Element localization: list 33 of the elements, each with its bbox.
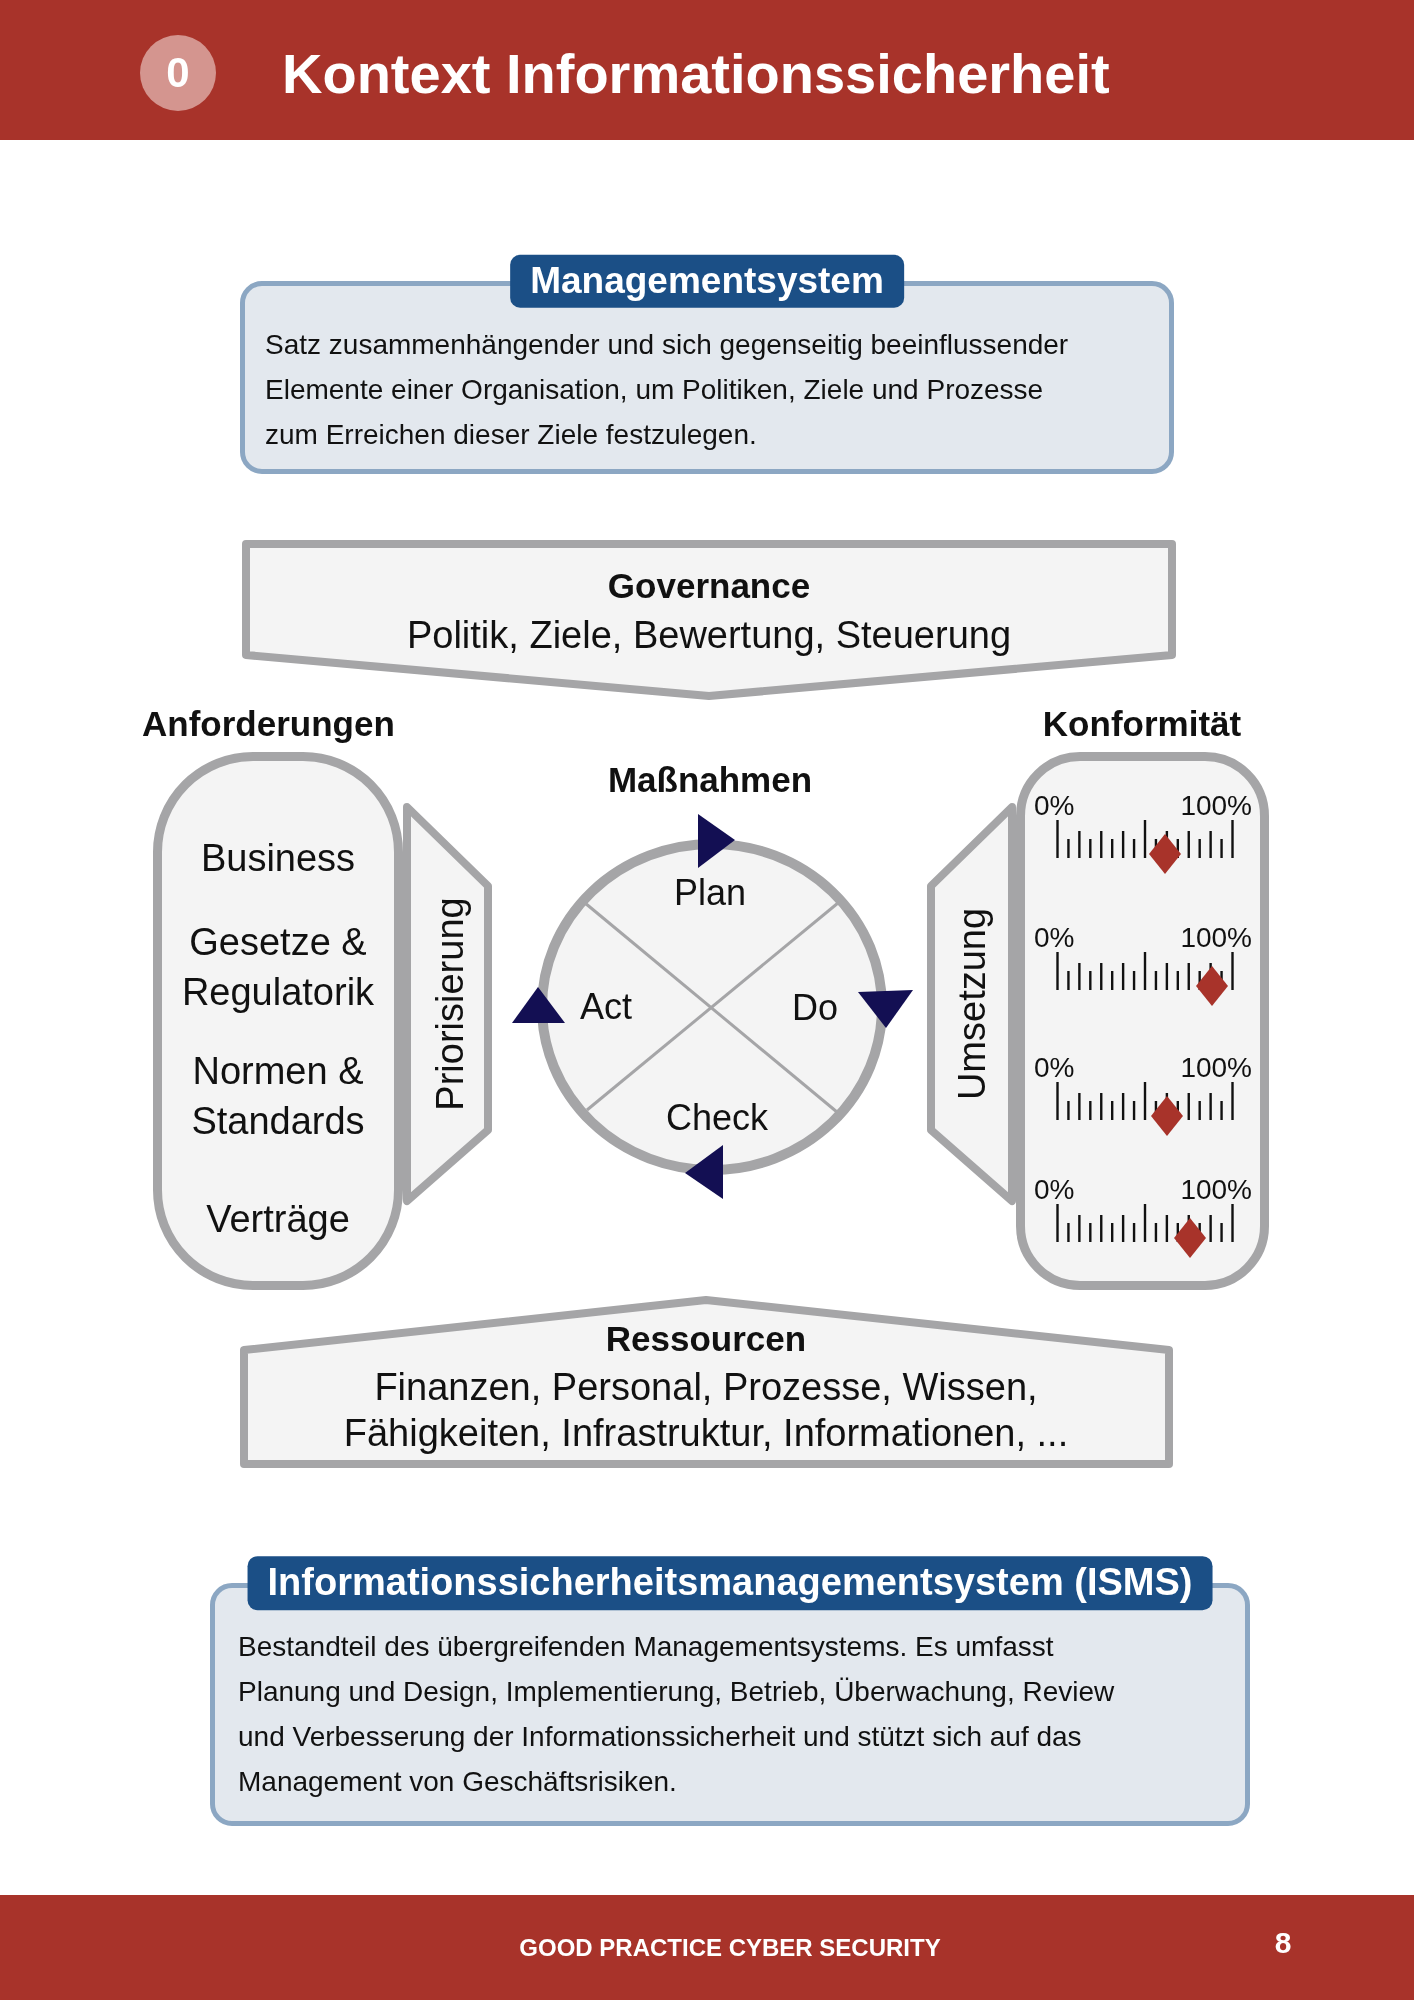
section-heading: Konformität	[1042, 703, 1242, 745]
page-title: Kontext Informationssicherheit	[282, 41, 1110, 107]
scale-label: 0%	[1034, 921, 1075, 955]
list-item-text: Normen & Standards	[190, 1049, 366, 1144]
vertical-label: Umsetzung	[952, 907, 994, 1101]
title-tab: Informationssicherheitsmanagementsystem (ISMS)	[247, 1556, 1213, 1610]
list-item-text: Gesetze & Regulatorik	[180, 920, 376, 1015]
banner-text: Finanzen, Personal, Prozesse, Wissen, Fähigkeiten, Infrastruktur, Informationen, ...	[342, 1365, 1070, 1456]
phase-label: Plan	[673, 872, 747, 914]
title-tab: Managementsystem	[510, 254, 904, 308]
scale-label: 0%	[1034, 789, 1075, 823]
footer-text: GOOD PRACTICE CYBER SECURITY	[519, 1934, 941, 1962]
list-item-text: Business	[200, 836, 356, 881]
body-text: Bestandteil des übergreifenden Managementsystems. Es umfasst Planung und Design, Implementierung, Betrieb, Überwachung, Review und Verbesserung der Informationssicherheit und stützt sich auf das Management von Geschäftsrisiken.	[238, 1630, 1116, 1799]
vertical-label: Priorisierung	[430, 897, 472, 1111]
phase-label: Check	[666, 1097, 768, 1139]
scale-label: 100%	[1180, 1051, 1252, 1085]
banner-heading: Ressourcen	[605, 1318, 807, 1360]
scale-label: 0%	[1034, 1173, 1075, 1207]
scale-label: 100%	[1180, 789, 1252, 823]
number-badge: 0	[140, 35, 216, 111]
phase-label: Act	[580, 986, 632, 1028]
section-heading: Maßnahmen	[607, 759, 813, 801]
phase-label: Do	[792, 987, 838, 1029]
scale-label: 100%	[1180, 921, 1252, 955]
body-text: Satz zusammenhängender und sich gegenseitig beeinflussender Elemente einer Organisation, um Politiken, Ziele und Prozesse zum Erreichen dieser Ziele festzulegen.	[265, 328, 1070, 452]
banner-text: Politik, Ziele, Bewertung, Steuerung	[406, 614, 1012, 658]
section-heading: Anforderungen	[142, 703, 395, 745]
scale-label: 0%	[1034, 1051, 1075, 1085]
page-number: 8	[1274, 1925, 1292, 1961]
banner-heading: Governance	[607, 565, 811, 607]
list-item-text: Verträge	[206, 1197, 350, 1242]
scale-label: 100%	[1180, 1173, 1252, 1207]
